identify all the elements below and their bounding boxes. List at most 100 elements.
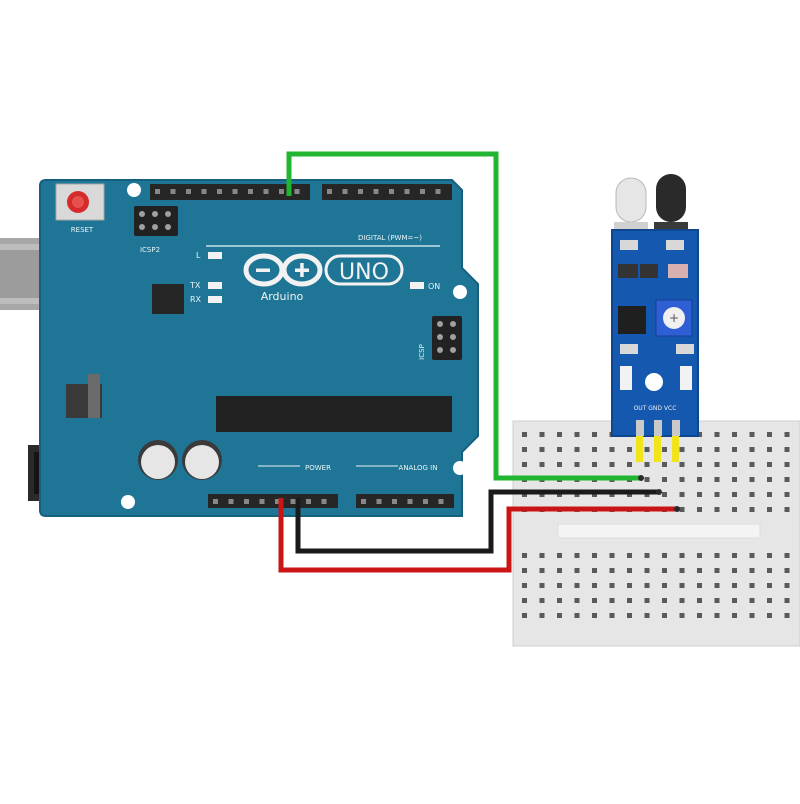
breadboard-hole [522, 598, 527, 603]
header-pin [263, 189, 269, 194]
breadboard-hole [732, 613, 737, 618]
header-pin [259, 499, 265, 504]
icsp-header [432, 316, 462, 360]
breadboard-hole [679, 447, 685, 452]
breadboard-hole [714, 583, 720, 588]
resistor [666, 240, 684, 250]
breadboard-hole [749, 568, 755, 573]
atmega-chip [216, 396, 452, 432]
power-label: POWER [305, 464, 331, 472]
header-pin [327, 189, 332, 194]
mounting-hole [127, 183, 141, 197]
breadboard-hole [784, 492, 790, 497]
breadboard-hole [592, 553, 597, 558]
breadboard-hole [522, 583, 527, 588]
breadboard-hole [627, 447, 632, 452]
breadboard-hole [644, 568, 650, 573]
led-on [410, 282, 424, 289]
breadboard-hole [749, 432, 755, 437]
breadboard-hole [539, 568, 545, 573]
breadboard-hole [574, 583, 580, 588]
reset-button[interactable] [55, 183, 105, 221]
icsp2-label: ICSP2 [140, 246, 160, 254]
breadboard-hole [539, 613, 545, 618]
breadboard-hole [767, 492, 772, 497]
breadboard-hole [784, 568, 790, 573]
ground-wire [295, 489, 659, 554]
signal-wire [286, 151, 641, 481]
breadboard-hole [767, 583, 772, 588]
breadboard-hole [644, 477, 650, 482]
breadboard-hole [679, 613, 685, 618]
breadboard-hole [539, 432, 545, 437]
on-label: ON [428, 282, 440, 291]
led-l-label: L [196, 251, 201, 260]
breadboard-hole [522, 553, 527, 558]
header-pin [407, 499, 413, 504]
header-pin [389, 189, 394, 194]
header-pin [294, 189, 300, 194]
breadboard-hole [732, 583, 737, 588]
svg-text:+: + [669, 311, 679, 325]
header-pin [435, 189, 441, 194]
breadboard-hole [662, 598, 667, 603]
breadboard-hole [749, 492, 755, 497]
led-l [208, 252, 222, 259]
breadboard-hole [522, 568, 527, 573]
breadboard-hole [609, 553, 615, 558]
breadboard-hole [627, 613, 632, 618]
breadboard-hole [714, 553, 720, 558]
arduino-logo [243, 253, 323, 287]
breadboard-hole [662, 492, 667, 497]
breadboard-hole [609, 583, 615, 588]
capacitor [182, 440, 222, 480]
header-pin [404, 189, 410, 194]
indicator-led [620, 366, 632, 390]
breadboard-hole [574, 432, 580, 437]
breadboard-hole [557, 447, 562, 452]
header-pin [321, 499, 327, 504]
tx-label: TX [189, 281, 201, 290]
potentiometer[interactable]: + [655, 299, 693, 337]
breadboard-hole [522, 462, 527, 467]
breadboard-hole [644, 613, 650, 618]
breadboard-hole [574, 553, 580, 558]
connection-point [674, 506, 680, 512]
breadboard-hole [627, 462, 632, 467]
breadboard-hole [749, 462, 755, 467]
breadboard-hole [679, 462, 685, 467]
header-pin [244, 499, 249, 504]
breadboard-hole [592, 462, 597, 467]
header-pin [232, 189, 238, 194]
mounting-hole [453, 285, 467, 299]
breadboard-hole [627, 568, 632, 573]
breadboard-hole [784, 553, 790, 558]
breadboard-hole [679, 492, 685, 497]
breadboard-hole [609, 598, 615, 603]
breadboard-hole [662, 462, 667, 467]
mounting-hole [121, 495, 135, 509]
breadboard-hole [662, 568, 667, 573]
breadboard-hole [522, 613, 527, 618]
breadboard-hole [697, 462, 702, 467]
sensor-pin-labels: OUT GND VCC [634, 405, 677, 412]
breadboard-hole [679, 477, 685, 482]
breadboard-hole [732, 553, 737, 558]
digital-label: DIGITAL (PWM=~) [358, 234, 422, 242]
breadboard-hole [679, 568, 685, 573]
header-pin [139, 224, 145, 230]
breadboard-hole [539, 447, 545, 452]
resistor [676, 344, 694, 354]
header-pin [201, 189, 207, 194]
icsp-label: ICSP [418, 344, 426, 360]
breadboard-hole [627, 553, 632, 558]
breadboard-hole [522, 447, 527, 452]
breadboard-hole [714, 568, 720, 573]
breadboard-hole [767, 613, 772, 618]
comparator-chip [618, 306, 646, 334]
breadboard-hole [749, 583, 755, 588]
breadboard-hole [592, 598, 597, 603]
breadboard-hole [767, 507, 772, 512]
